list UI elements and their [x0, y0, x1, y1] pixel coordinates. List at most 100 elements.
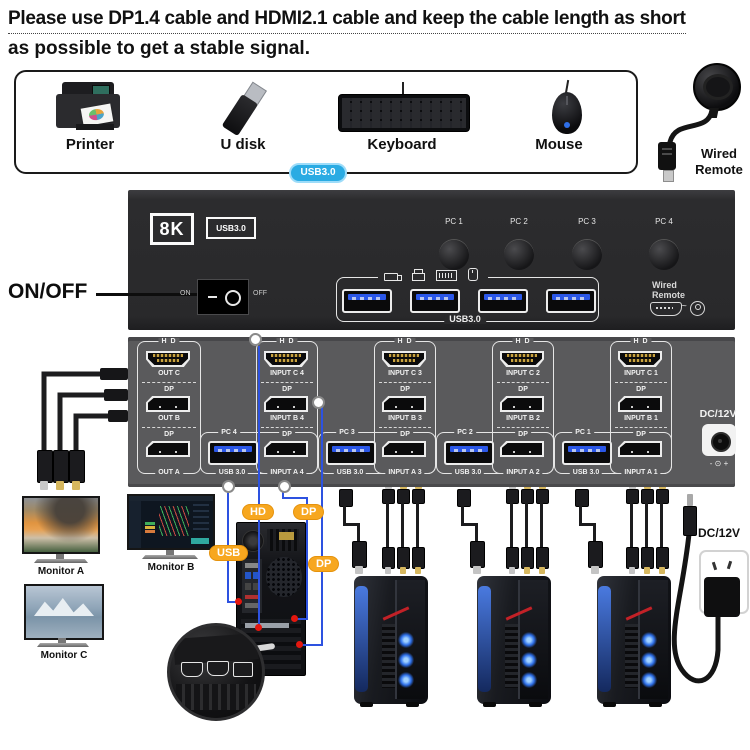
pc3-button-label: PC 3 — [578, 217, 596, 226]
pc1-input-c-label: INPUT C 1 — [621, 370, 661, 378]
remote-usb-plug — [658, 142, 676, 170]
pc2-select-button — [504, 240, 534, 270]
pc3-usb-port — [326, 441, 376, 465]
pc3-usb-bracket: PC 3 USB 3.0 — [318, 429, 436, 477]
out-plug-3 — [108, 410, 128, 422]
dc-power-cable — [671, 531, 721, 684]
out-b-dp-label: DP — [161, 386, 177, 394]
zoom-dp-port — [233, 662, 253, 677]
pc4-dp-b-label: DP — [279, 386, 295, 394]
keyboard-icon — [436, 270, 457, 281]
monitor-cable-1 — [41, 371, 126, 452]
dp-port-out-a — [146, 441, 190, 457]
pc-tower-rear — [236, 522, 306, 676]
usb3-badge: USB3.0 — [289, 163, 347, 183]
onoff-callout-line — [96, 293, 198, 296]
port-zoom-magnifier — [167, 623, 265, 721]
monitor-b-screen — [127, 494, 215, 550]
dp-port-out-b — [146, 396, 190, 412]
pc3-label: PC 3 — [336, 429, 358, 437]
pc4-input-a-label: INPUT A 4 — [267, 469, 307, 477]
pc1-input-a-label: INPUT A 1 — [621, 469, 661, 477]
switch-on-label: ON — [180, 290, 191, 297]
pc3-dp-input-a — [382, 441, 426, 457]
dp-b4-line-v — [321, 407, 323, 646]
keyboard-image — [338, 82, 470, 134]
printer-image — [56, 80, 126, 136]
monitor-cable2-connector — [53, 450, 69, 483]
monitor-a-screen — [22, 496, 100, 554]
pc2-input-a-label: INPUT A 2 — [503, 469, 543, 477]
monitor-cable1-tip — [40, 481, 48, 490]
usb-cable-badge: USB — [209, 545, 249, 561]
pc1-dp-input-b — [618, 396, 662, 412]
monitor-cable3-connector — [69, 450, 85, 483]
monitor-b-label: Monitor B — [147, 562, 195, 573]
monitor-a: Monitor A — [22, 496, 100, 580]
pc1-input-b-label: INPUT B 1 — [621, 415, 661, 423]
dp-b4-connection-dot — [312, 396, 325, 409]
pc4-dp-a-label: DP — [279, 431, 295, 439]
pc3-input-c-label: INPUT C 3 — [385, 370, 425, 378]
pc1-usb-bracket: PC 1 USB 3.0 — [554, 429, 672, 477]
keyboard-label: Keyboard — [367, 136, 437, 153]
header-line1: Please use DP1.4 cable and HDMI2.1 cable… — [8, 8, 686, 34]
pc1-label: PC 1 — [572, 429, 594, 437]
switch-off-label: OFF — [253, 290, 267, 297]
pc4-hd-label: H D — [276, 338, 298, 346]
t1-usb-top — [339, 489, 353, 507]
pc2-hd-label: H D — [512, 338, 534, 346]
pc1-dp-a-label: DP — [633, 431, 649, 439]
printer-label: Printer — [65, 136, 115, 153]
pc1-dp-input-a — [618, 441, 662, 457]
pc3-hd-label: H D — [394, 338, 416, 346]
pc4-usb-port — [208, 441, 258, 465]
dc-barrel-tip — [687, 494, 693, 506]
pc3-hdmi-input-c — [382, 351, 426, 367]
pc4-input-c-label: INPUT C 4 — [267, 370, 307, 378]
monitor-cable3-tip — [72, 481, 80, 490]
pc3-dp-a-label: DP — [397, 431, 413, 439]
t2-usb-tip — [473, 566, 481, 574]
io-panel — [242, 559, 262, 613]
out-a-dp-label: DP — [161, 431, 177, 439]
t1-usb-tip — [355, 566, 363, 574]
dc-barrel-connector — [683, 506, 697, 536]
pc4-button-label: PC 4 — [655, 217, 673, 226]
pc3-usb-label: USB 3.0 — [333, 469, 367, 477]
dp-a4-line-h2 — [294, 618, 308, 620]
pc4-usb-bracket: PC 4 USB 3.0 — [200, 429, 318, 477]
dp-marker-1 — [291, 615, 298, 622]
pc3-select-button — [572, 240, 602, 270]
out-b-label: OUT B — [155, 415, 183, 423]
usb-line-h — [227, 601, 241, 603]
front-usb-group-label: USB3.0 — [444, 314, 486, 324]
printer-icon — [412, 269, 425, 281]
out-a-label: OUT A — [155, 469, 183, 477]
pc3-input-group: H D INPUT C 3 DP INPUT B 3 DP INPUT A 3 — [374, 338, 436, 477]
dc-polarity-mark: - ⊙ + — [709, 459, 729, 468]
mouse-icon — [468, 268, 478, 281]
monitor-c-screen — [24, 584, 104, 640]
hd-marker — [255, 624, 262, 631]
pc2-usb-label: USB 3.0 — [451, 469, 485, 477]
dc-power-jack — [702, 424, 736, 456]
badge-usb30-front: USB3.0 — [206, 217, 256, 239]
usb-connection-dot — [222, 480, 235, 493]
pc4-label: PC 4 — [218, 429, 240, 437]
pc3-dp-input-b — [382, 396, 426, 412]
dp-cable-badge-right: DP — [308, 556, 340, 572]
pc2-input-group: H D INPUT C 2 DP INPUT B 2 DP INPUT A 2 — [492, 338, 554, 477]
pc4-input-b-label: INPUT B 4 — [267, 415, 307, 423]
out-c-label: OUT C — [155, 370, 183, 378]
mouse-label: Mouse — [535, 136, 583, 153]
hdmi-port-out-c — [146, 351, 190, 367]
out-plug-1 — [100, 368, 128, 380]
udisk-label: U disk — [220, 136, 266, 153]
pc2-dp-a-label: DP — [515, 431, 531, 439]
front-wired-remote-label: Wired Remote — [652, 280, 686, 300]
remote-jack-icon — [690, 301, 705, 316]
pc1-input-group: H D INPUT C 1 DP INPUT B 1 DP INPUT A 1 — [610, 338, 672, 477]
gaming-pc-2 — [477, 576, 551, 707]
